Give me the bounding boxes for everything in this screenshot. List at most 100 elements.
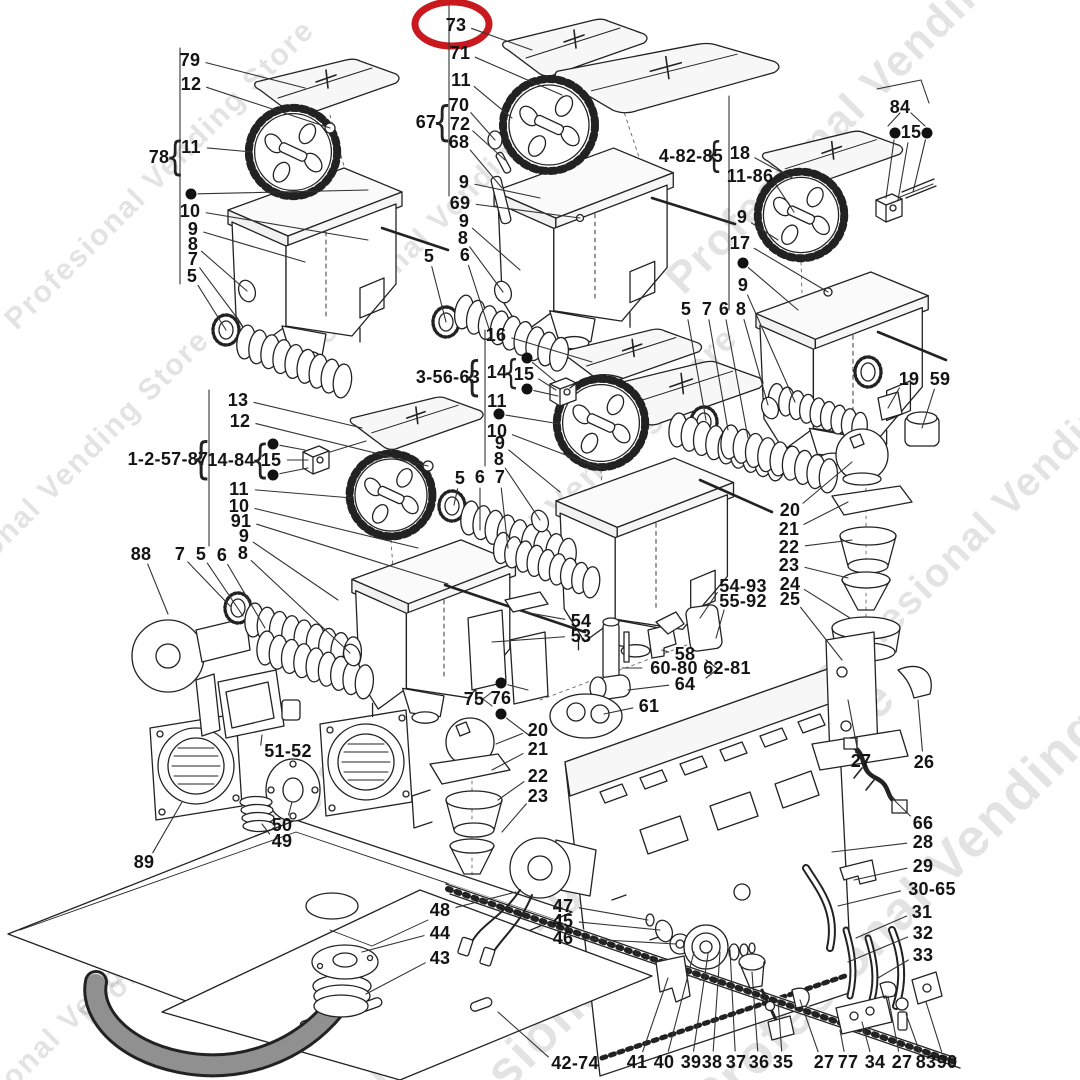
part-label-10: 10 <box>179 201 201 221</box>
part-label-8: 8 <box>457 228 469 248</box>
part-label-89: 89 <box>133 852 155 872</box>
part-label-20: 20 <box>527 720 549 740</box>
part-label-8: 8 <box>237 543 249 563</box>
part-label-83: 83 <box>915 1052 937 1072</box>
part-label-27: 27 <box>850 751 872 771</box>
part-label-88: 88 <box>130 544 152 564</box>
part-label-9: 9 <box>737 275 749 295</box>
part-label-47: 47 <box>552 896 574 916</box>
part-label-6: 6 <box>718 299 730 319</box>
part-label-16: 16 <box>485 325 507 345</box>
part-label-42-74: 42-74 <box>551 1053 599 1073</box>
part-label-46: 46 <box>552 928 574 948</box>
part-label-34: 34 <box>864 1052 886 1072</box>
microswitch-15-mc <box>549 377 577 407</box>
part-label-91: 91 <box>230 511 252 531</box>
part-label-26: 26 <box>913 752 935 772</box>
part-label-44: 44 <box>429 923 451 943</box>
drain-hose <box>95 982 336 1065</box>
part-label-11: 11 <box>181 137 201 157</box>
small-hardware <box>236 123 946 668</box>
part-label-32: 32 <box>912 923 934 943</box>
switch-tube <box>570 375 622 388</box>
part-label-62-81: 62-81 <box>703 658 751 678</box>
blower-motor <box>319 709 413 817</box>
group-brace: { <box>502 353 520 393</box>
part-label-27: 27 <box>891 1052 913 1072</box>
agitator-gear-11-ml <box>350 454 433 537</box>
part-label-38: 38 <box>701 1052 723 1072</box>
part-label-5: 5 <box>423 246 435 266</box>
group-brace: { <box>461 352 483 401</box>
part-label-8: 8 <box>493 449 505 469</box>
part-label-71: 71 <box>449 43 471 63</box>
part-label-53: 53 <box>570 626 592 646</box>
part-label-9: 9 <box>187 219 199 239</box>
group-brace: { <box>705 135 723 176</box>
part-label-61: 61 <box>638 696 660 716</box>
part-label-8: 8 <box>187 234 199 254</box>
part-label-9: 9 <box>494 433 506 453</box>
part-label-49: 49 <box>271 831 293 851</box>
part-label-11-86: 11-86 <box>726 166 774 186</box>
part-label-69: 69 <box>449 193 471 213</box>
part-label-7: 7 <box>174 544 186 564</box>
hose-collar-43 <box>313 975 371 1017</box>
part-label-25: 25 <box>779 589 801 609</box>
part-label-33: 33 <box>912 945 934 965</box>
group-bracket-line <box>330 441 366 452</box>
mixer-stack-center <box>412 718 510 874</box>
part-label-79: 79 <box>179 50 201 70</box>
part-label-7: 7 <box>701 299 713 319</box>
part-label-21: 21 <box>527 739 549 759</box>
part-label-9: 9 <box>238 526 250 546</box>
part-label-3-56-63: 3-56-63 <box>415 367 481 387</box>
part-label-22: 22 <box>527 766 549 786</box>
part-label-10: 10 <box>486 421 508 441</box>
agitator-gear-11-tl <box>249 108 337 196</box>
reference-dot <box>921 127 933 139</box>
part-label-68: 68 <box>448 132 470 152</box>
part-label-43: 43 <box>429 948 451 968</box>
part-label-64: 64 <box>674 674 696 694</box>
leader-lines <box>148 6 942 1057</box>
part-label-59: 59 <box>929 369 951 389</box>
pump-drain-group <box>646 914 794 1040</box>
part-label-29: 29 <box>912 856 934 876</box>
scroll-housing-88 <box>132 618 250 692</box>
part-label-75: 75 <box>463 689 485 709</box>
group-bracket-line <box>911 113 925 126</box>
agitator-gear-11-tc <box>503 79 595 171</box>
part-label-18: 18 <box>729 143 751 163</box>
part-label-23: 23 <box>527 786 549 806</box>
part-label-15: 15 <box>513 364 535 384</box>
part-label-5: 5 <box>454 468 466 488</box>
part-label-14: 14 <box>486 362 508 382</box>
part-label-90: 90 <box>936 1052 958 1072</box>
part-label-76: 76 <box>490 688 512 708</box>
part-label-12: 12 <box>180 74 202 94</box>
part-label-40: 40 <box>653 1052 675 1072</box>
part-label-24: 24 <box>779 574 801 594</box>
part-label-60-80: 60-80 <box>650 658 698 678</box>
part-label-10: 10 <box>228 496 250 516</box>
plate-19-knob-59 <box>878 392 939 446</box>
group-bracket-line <box>706 660 718 678</box>
part-label-22: 22 <box>778 537 800 557</box>
group-bracket-line <box>483 692 492 706</box>
reference-dot <box>521 352 533 364</box>
part-label-4-82-85: 4-82-85 <box>658 146 724 166</box>
group-brace: { <box>250 437 270 483</box>
reference-dot <box>267 469 279 481</box>
flange-50 <box>266 759 320 821</box>
part-label-8: 8 <box>735 299 747 319</box>
part-label-66: 66 <box>912 813 934 833</box>
part-label-77: 77 <box>837 1052 859 1072</box>
part-label-58: 58 <box>674 644 696 664</box>
switch-lever-84 <box>902 179 936 198</box>
bottom-deck-panel-42-74 <box>162 890 652 1080</box>
spring-49 <box>240 797 275 832</box>
reference-dot <box>737 257 749 269</box>
